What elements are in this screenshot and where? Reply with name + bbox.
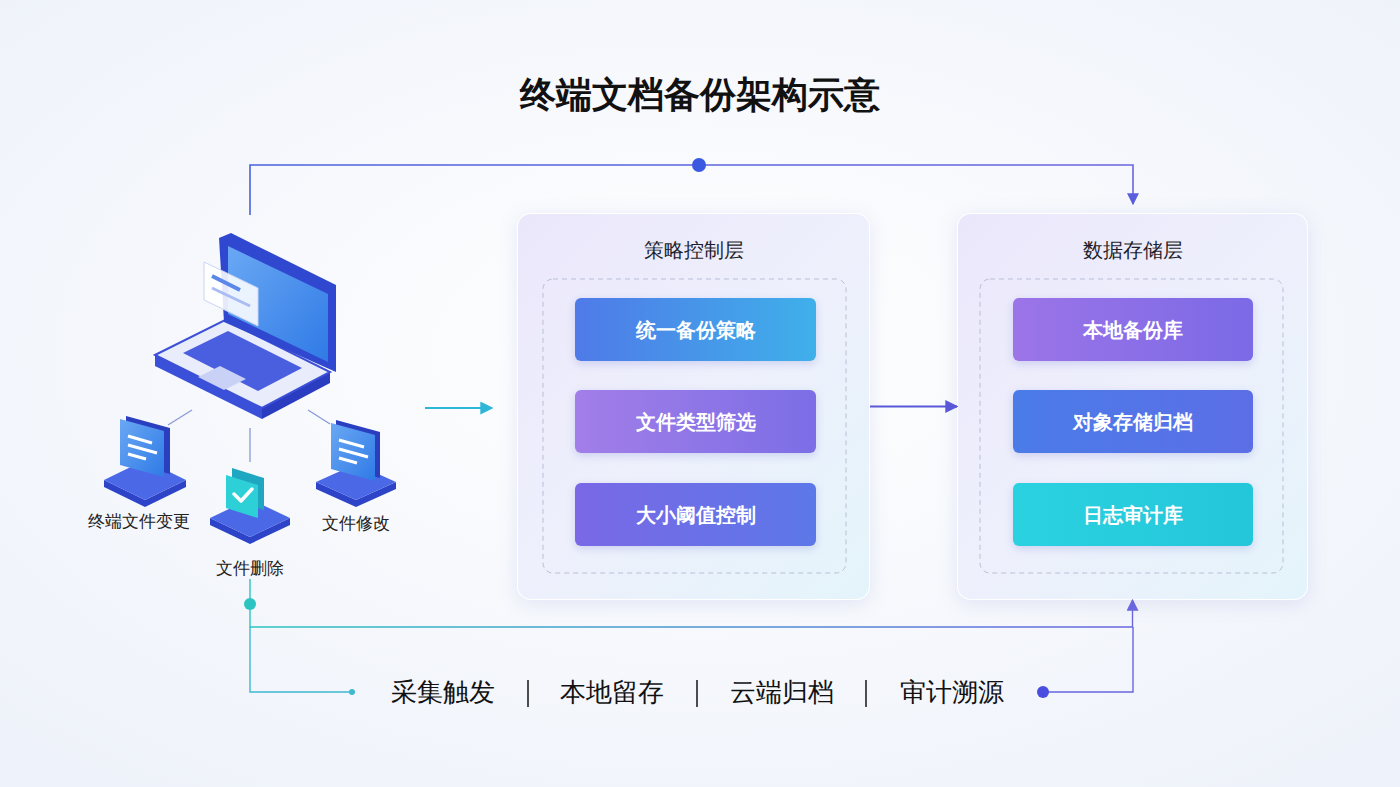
layer-panel: 数据存储层本地备份库对象存储归档日志审计库 (957, 213, 1308, 600)
leader-line (168, 410, 192, 425)
bracket-dot (1037, 686, 1049, 698)
icon-line (128, 445, 157, 453)
laptop-touchpad (198, 366, 246, 390)
process-box: 日志审计库 (1013, 483, 1253, 546)
group-frame (980, 279, 1283, 573)
icon-folder (226, 475, 258, 518)
window-card (204, 262, 258, 326)
icon-line (128, 436, 152, 443)
node-label: 文件删除 (195, 557, 305, 579)
node-label: 文件修改 (300, 512, 412, 534)
stage-label: 采集触发 (373, 674, 513, 710)
flow-dot (244, 598, 256, 610)
stage-label: 云端归档 (712, 674, 852, 710)
icon-line (128, 454, 146, 459)
icon-line (339, 458, 357, 463)
flow-arrow (425, 407, 492, 409)
source-icon: 终端文件变更 (78, 410, 200, 532)
stage-label: 审计溯源 (882, 674, 1022, 710)
bracket-dot (349, 689, 355, 695)
icon-line (339, 449, 368, 457)
window-line (212, 276, 240, 290)
stage-label: 本地留存 (542, 674, 682, 710)
node-label: 本地备份库 (1083, 317, 1183, 343)
node-label: 日志审计库 (1083, 502, 1183, 528)
node-label: 终端文件变更 (78, 510, 200, 532)
bracket-line (1043, 627, 1133, 692)
leader-line (308, 410, 330, 424)
node-label: 统一备份策略 (636, 317, 756, 343)
flow-connector (250, 579, 1133, 627)
window-line (212, 288, 250, 306)
node-label: 对象存储归档 (1073, 409, 1193, 435)
flow-line (250, 165, 1133, 215)
node-label: 文件类型筛选 (636, 409, 756, 435)
process-box: 统一备份策略 (575, 298, 816, 361)
separator (696, 680, 698, 707)
source-icon: 文件修改 (300, 415, 412, 534)
node-label: 数据存储层 (958, 236, 1307, 264)
process-box: 大小阈值控制 (575, 483, 816, 546)
icon-check (234, 489, 252, 501)
node-label: 策略控制层 (518, 236, 869, 264)
process-box: 文件类型筛选 (575, 390, 816, 453)
node-label: 大小阈值控制 (636, 502, 756, 528)
layer-panel: 策略控制层统一备份策略文件类型筛选大小阈值控制 (517, 213, 870, 600)
icon-line (339, 440, 364, 447)
icon-screen (120, 419, 164, 477)
flow-connector (870, 406, 957, 408)
source-icon: 文件删除 (195, 462, 305, 579)
separator (865, 680, 867, 707)
separator (527, 680, 529, 707)
process-box: 对象存储归档 (1013, 390, 1253, 453)
flow-dot (692, 158, 706, 172)
process-box: 本地备份库 (1013, 298, 1253, 361)
leader-line (249, 428, 250, 462)
diagram-title: 终端文档备份架构示意 (0, 72, 1400, 118)
icon-screen (331, 423, 375, 481)
bracket-line (250, 627, 350, 692)
group-frame (543, 279, 846, 573)
